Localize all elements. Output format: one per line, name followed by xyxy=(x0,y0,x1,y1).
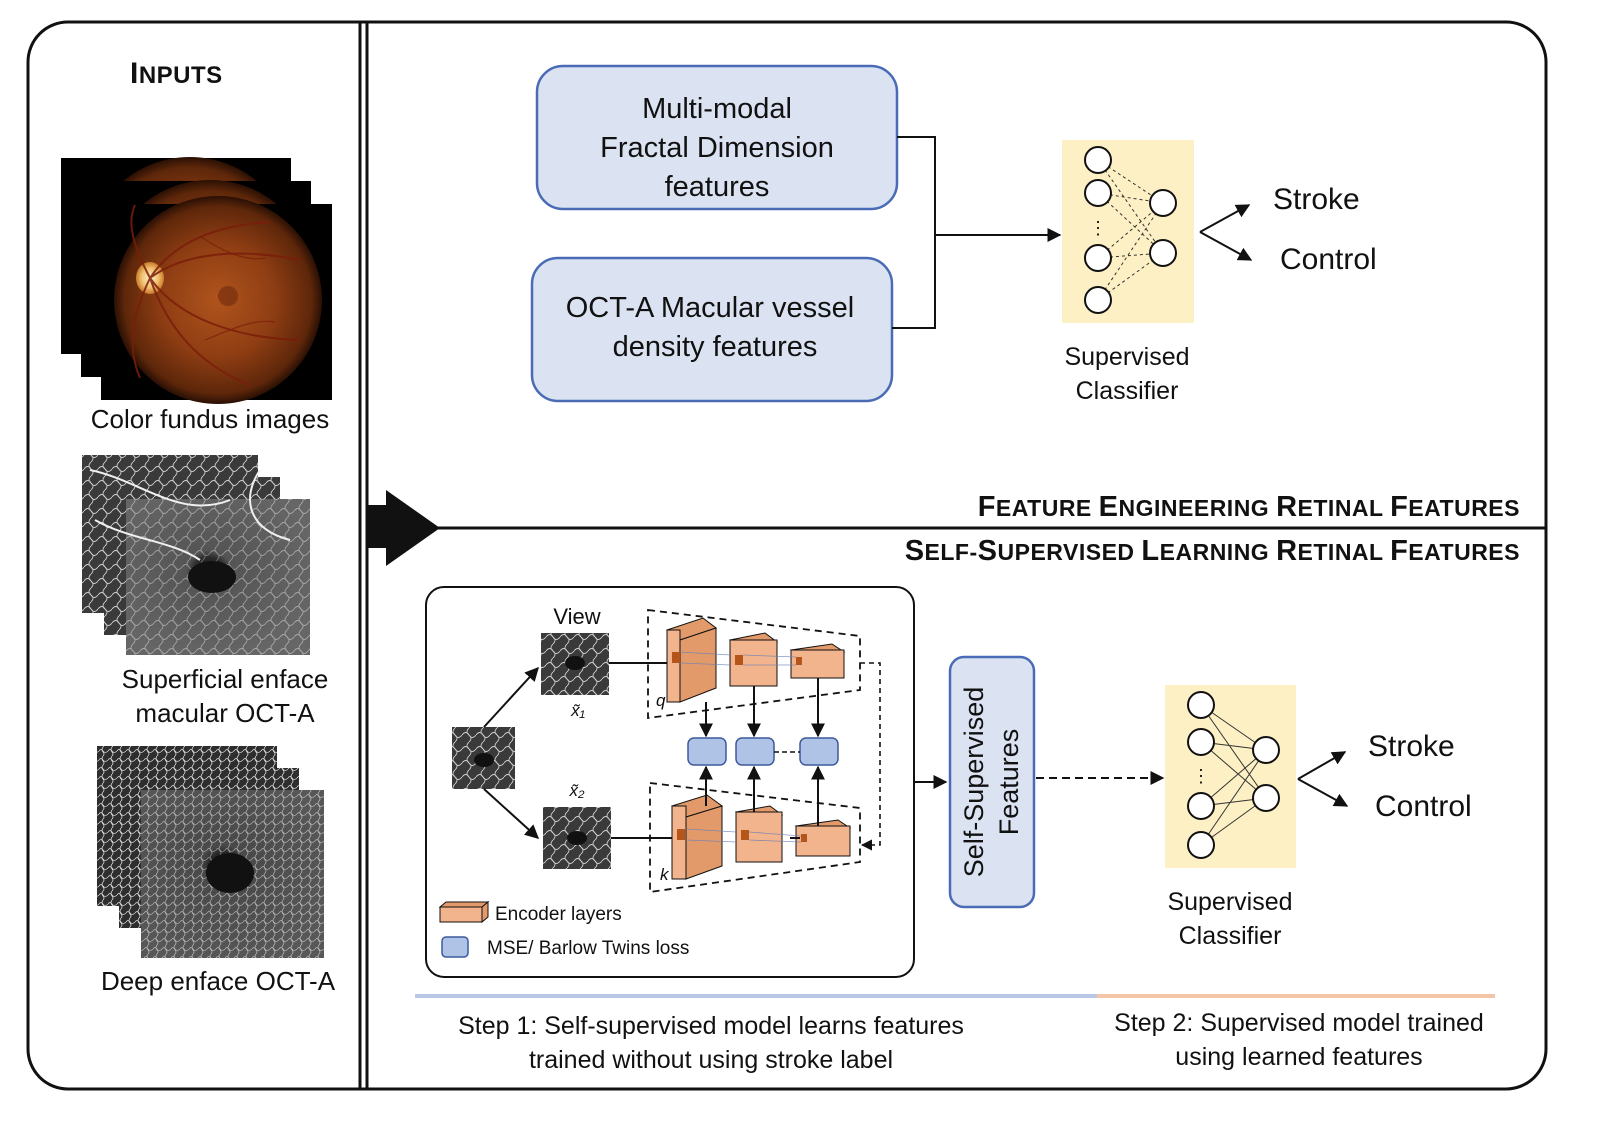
input-flow-arrow xyxy=(367,490,440,566)
legend-loss-swatch xyxy=(441,936,469,958)
ssl-features-box xyxy=(948,655,1036,909)
vessel-box-line1: OCT-A Macular vessel xyxy=(566,292,854,324)
superficial-label-line2: macular OCT-A xyxy=(135,698,315,728)
momentum-update-arrow xyxy=(860,662,881,851)
fundus-label: Color fundus images xyxy=(91,404,329,434)
q-label: q xyxy=(656,691,666,710)
deep-label: Deep enface OCT-A xyxy=(101,966,336,996)
x1-label: x̃₁ xyxy=(570,701,585,720)
superficial-octa-stack xyxy=(82,455,310,655)
fe-merge-connector xyxy=(892,136,936,329)
self-supervised-title: SELF-SUPERVISED LEARNING RETINAL FEATURE… xyxy=(905,535,1520,567)
ssl-output-control: Control xyxy=(1375,790,1472,823)
step1-line2: trained without using stroke label xyxy=(529,1046,893,1074)
ssl-output-stroke: Stroke xyxy=(1368,730,1455,763)
step2-line1: Step 2: Supervised model trained xyxy=(1114,1009,1484,1037)
encoder-q xyxy=(647,608,861,720)
k-label: k xyxy=(660,865,670,884)
fe-classifier-label2: Classifier xyxy=(1076,377,1179,405)
ssl-features-line2: Features xyxy=(994,729,1024,836)
fe-classifier-label1: Supervised xyxy=(1064,343,1189,371)
ssl-classifier-label1: Supervised xyxy=(1167,888,1292,916)
legend-encoder-swatch xyxy=(438,900,490,924)
view-label: View xyxy=(553,604,600,629)
loss-blocks xyxy=(687,737,839,766)
superficial-label-line1: Superficial enface xyxy=(122,664,329,694)
ssl-view2-arrow xyxy=(483,788,540,839)
vessel-box-line2: density features xyxy=(613,331,818,363)
ssl-classifier-network: ⋮ xyxy=(1165,685,1296,868)
outer-frame xyxy=(26,20,1548,1091)
legend-loss-label: MSE/ Barlow Twins loss xyxy=(487,938,689,959)
fe-output-stroke: Stroke xyxy=(1273,183,1360,216)
deep-octa-stack xyxy=(97,746,324,958)
ssl-control-arrow xyxy=(1297,778,1349,807)
fe-output-control: Control xyxy=(1280,243,1377,276)
step2-line2: using learned features xyxy=(1175,1043,1422,1071)
ssl-features-line1: Self-Supervised xyxy=(959,687,989,878)
encoder-k xyxy=(649,781,861,894)
svg-text:⋮: ⋮ xyxy=(1192,766,1210,786)
fe-stroke-arrow xyxy=(1199,204,1251,233)
fundus-image-stack xyxy=(61,157,332,404)
fe-control-arrow xyxy=(1199,231,1253,261)
ssl-stroke-arrow xyxy=(1297,751,1347,780)
fe-classifier-network: ⋮ xyxy=(1062,140,1194,323)
fractal-box-line1: Multi-modal xyxy=(642,93,792,125)
feature-engineering-title: FEATURE ENGINEERING RETINAL FEATURES xyxy=(978,491,1520,523)
vessel-density-box xyxy=(530,256,894,403)
x2-label: x̃₂ xyxy=(569,781,586,800)
inputs-title: INPUTS xyxy=(130,57,223,90)
ssl-classifier-label2: Classifier xyxy=(1179,922,1282,950)
fractal-box-line3: features xyxy=(665,171,770,203)
step1-line1: Step 1: Self-supervised model learns fea… xyxy=(458,1012,964,1040)
fractal-box-line2: Fractal Dimension xyxy=(600,132,834,164)
ssl-view1-arrow xyxy=(483,666,539,728)
svg-text:⋮: ⋮ xyxy=(1089,218,1107,238)
legend-encoder-label: Encoder layers xyxy=(495,904,622,925)
